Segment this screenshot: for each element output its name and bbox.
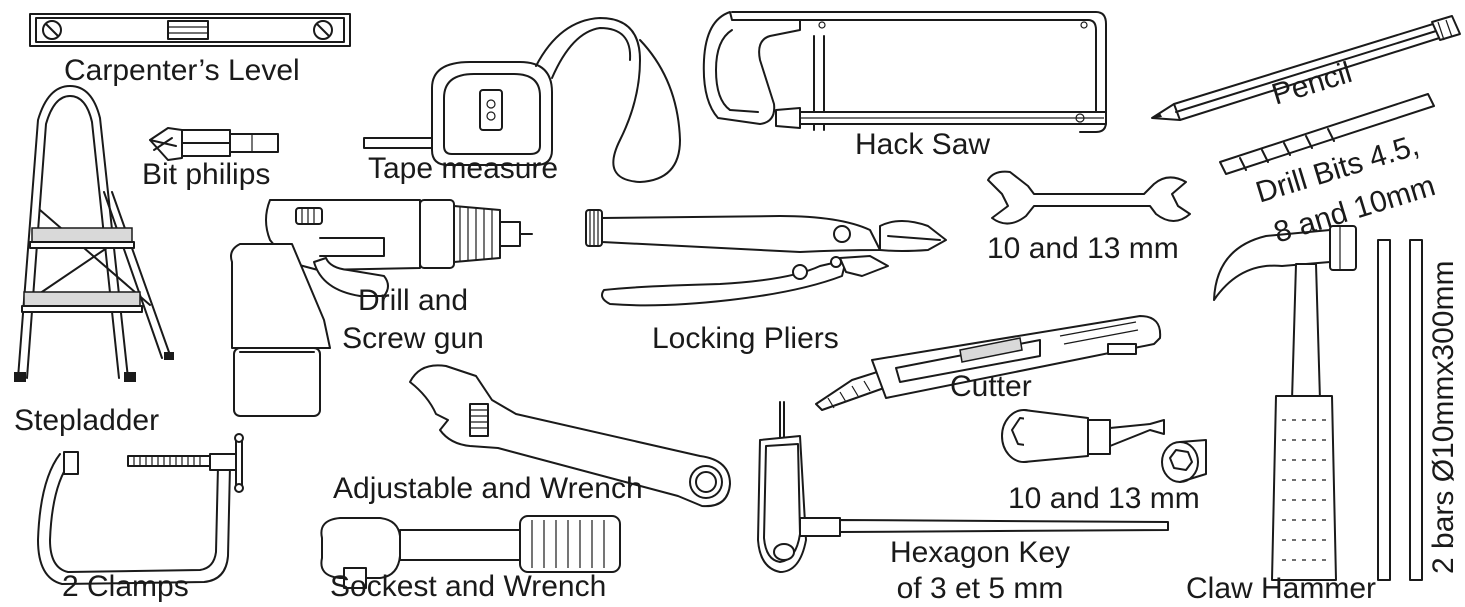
adjustable-wrench-drawing [409, 364, 731, 508]
label-spanner: 10 and 13 mm [987, 232, 1179, 265]
locking-pliers-drawing [585, 209, 947, 307]
label-locking-pliers: Locking Pliers [652, 322, 839, 355]
carpenters-level-drawing [29, 13, 351, 47]
hexagon-key-drawing [757, 401, 1169, 573]
label-sockets: 10 and 13 mm [1008, 482, 1200, 515]
claw-hammer-drawing [1213, 225, 1357, 581]
label-socket-wrench: Sockest and Wrench [330, 570, 607, 603]
spanner-drawing [987, 170, 1191, 225]
label-hack-saw: Hack Saw [855, 128, 991, 161]
cutter-drawing [815, 315, 1162, 411]
label-carpenters-level: Carpenter’s Level [64, 54, 300, 87]
sockets-drawing [1001, 409, 1207, 483]
label-clamps: 2 Clamps [62, 570, 189, 603]
pencil-drawing [1151, 15, 1461, 121]
label-hexagon-key-line2: of 3 et 5 mm [896, 572, 1064, 605]
drill-drawing [230, 199, 533, 417]
label-drill-line1: Drill and [357, 284, 469, 317]
socket-wrench-drawing [320, 515, 621, 589]
drill-bit-drawing [1219, 93, 1435, 175]
label-tape-measure: Tape measure [368, 152, 559, 185]
hack-saw-drawing [702, 11, 1107, 133]
steel-bars-drawing [1377, 239, 1423, 581]
stepladder-drawing [14, 85, 174, 382]
label-claw-hammer: Claw Hammer [1186, 572, 1377, 605]
label-drill-line2: Screw gun [342, 322, 484, 355]
c-clamps-drawing [37, 433, 244, 585]
label-bit-philips: Bit philips [142, 158, 271, 191]
label-bars: 2 bars Ø10mmx300mm [1427, 260, 1460, 574]
label-cutter: Cutter [950, 370, 1032, 403]
label-hexagon-key-line1: Hexagon Key [889, 536, 1071, 569]
label-stepladder: Stepladder [14, 404, 160, 437]
tape-measure-drawing [363, 17, 681, 183]
philips-bit-drawing [149, 127, 279, 161]
label-adjustable-wrench: Adjustable and Wrench [333, 472, 643, 505]
